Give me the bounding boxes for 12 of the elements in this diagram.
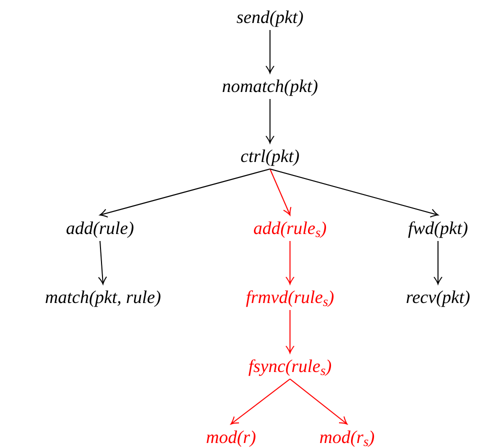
math-label: fsync(rule$_{s}$) — [248, 355, 332, 377]
math-label: fwd(pkt) — [408, 217, 468, 239]
math-label: frmvd(rule$_{s}$) — [246, 286, 334, 308]
math-label: send(pkt) — [236, 6, 304, 28]
math-label: nomatch(pkt) — [222, 75, 318, 97]
math-label: add(rule$_{s}$) — [253, 217, 327, 239]
math-label: match(pkt, rule) — [45, 286, 161, 308]
math-label: mod(r$_{s}$) — [319, 426, 375, 448]
math-label: ctrl(pkt) — [240, 145, 300, 167]
math-label: mod(r) — [206, 426, 256, 448]
math-label: add(rule) — [66, 217, 134, 239]
math-label: recv(pkt) — [406, 286, 470, 308]
